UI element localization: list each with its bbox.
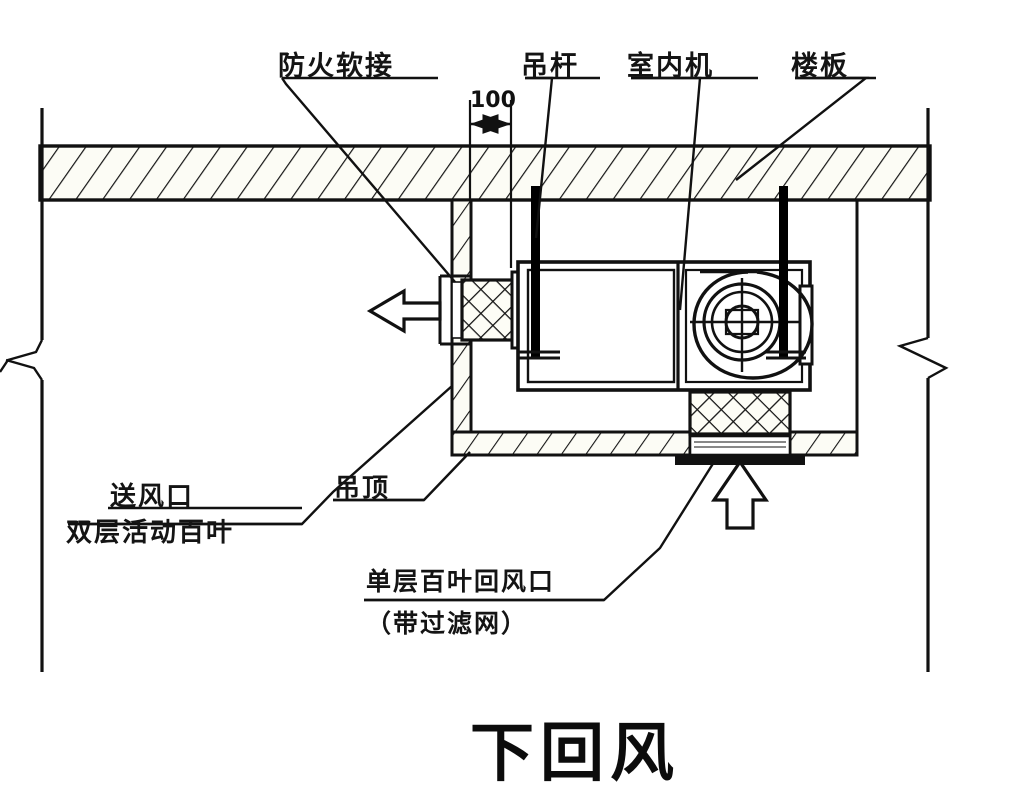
drawing-title: 下回风 xyxy=(470,716,680,791)
indoor-unit-body xyxy=(516,260,814,392)
dimension-value-100: 100 xyxy=(470,88,516,113)
air-flow-arrows xyxy=(366,288,770,530)
label-floor-slab: 楼板 xyxy=(791,51,849,82)
label-indoor-unit: 室内机 xyxy=(627,51,714,82)
label-supply-outlet: 送风口 xyxy=(110,482,195,512)
label-hanger-rod: 吊杆 xyxy=(521,51,579,82)
label-return-grille-filter: （带过滤网） xyxy=(366,609,529,638)
hanger-rods xyxy=(518,186,806,360)
fire-flexible-connector xyxy=(460,270,524,350)
label-underlines xyxy=(68,76,876,602)
return-air-arrow xyxy=(710,459,770,530)
floor-slab xyxy=(38,144,932,202)
label-double-louver: 双层活动百叶 xyxy=(66,518,235,548)
return-air-section xyxy=(675,390,805,465)
dimension-100 xyxy=(468,100,513,268)
label-fire-flexible-connector: 防火软接 xyxy=(278,51,394,82)
hanger-rod-right xyxy=(779,186,788,358)
break-line-right xyxy=(896,336,949,380)
break-line-left xyxy=(0,339,44,373)
wall-lines xyxy=(0,108,949,672)
label-suspended-ceiling: 吊顶 xyxy=(334,474,391,504)
hanger-rod-left xyxy=(531,186,540,358)
supply-air-arrow xyxy=(366,288,442,334)
label-return-grille: 单层百叶回风口 xyxy=(366,567,556,596)
